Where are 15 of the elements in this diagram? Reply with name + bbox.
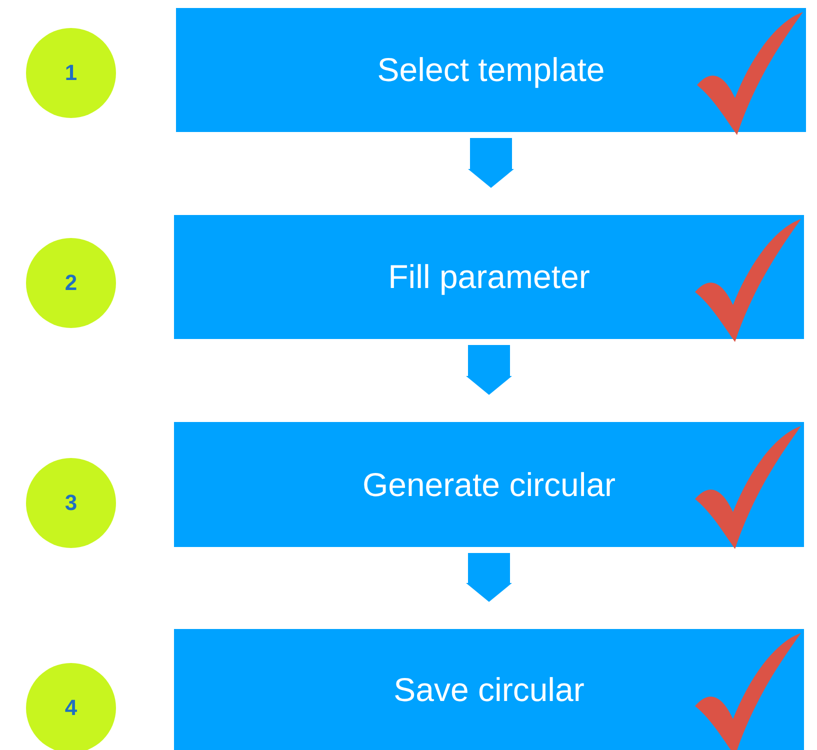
step-label: Save circular	[394, 670, 584, 708]
block-arrow	[468, 138, 514, 188]
step-label: Generate circular	[362, 466, 616, 504]
step-label: Select template	[377, 51, 605, 89]
process-box	[174, 422, 804, 547]
step-number: 2	[64, 270, 78, 296]
step-number: 4	[64, 695, 78, 721]
block-arrow	[466, 345, 512, 395]
process-box	[174, 629, 804, 750]
process-box	[176, 8, 806, 132]
step-number: 1	[64, 60, 78, 86]
block-arrow	[466, 553, 512, 602]
process-box	[174, 215, 804, 339]
step-number: 3	[64, 490, 78, 516]
step-label: Fill parameter	[388, 258, 590, 296]
